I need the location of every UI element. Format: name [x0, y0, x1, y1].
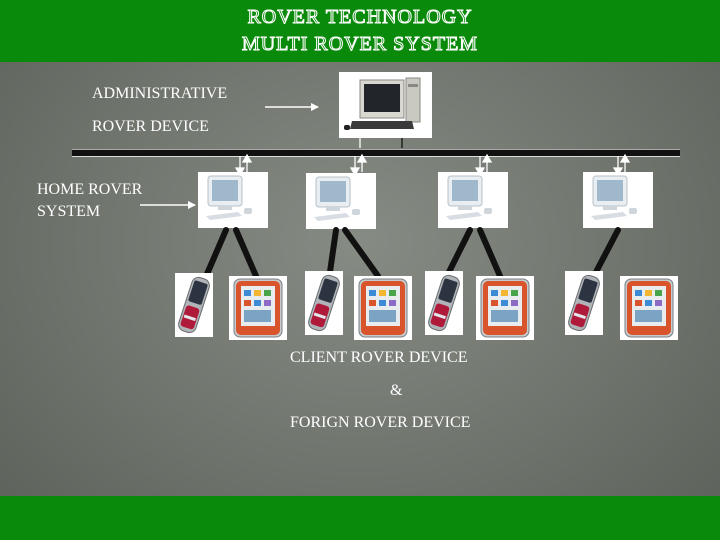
client-touch-phone-icon-3: [476, 276, 534, 340]
client-touch-phone-icon-1: [229, 276, 287, 340]
client-slider-phone-icon-1: [175, 273, 213, 337]
home-computer-icon-3: [438, 172, 508, 228]
home-computer-icon-2: [306, 173, 376, 229]
client-touch-phone-icon-2: [354, 276, 412, 340]
client-slider-phone-icon-3: [425, 271, 463, 335]
home-computer-icon-4: [583, 172, 653, 228]
home-computer-icon-1: [198, 172, 268, 228]
foreign-slider-phone-icon: [565, 271, 603, 335]
foreign-touch-phone-icon: [620, 276, 678, 340]
client-slider-phone-icon-2: [305, 271, 343, 335]
admin-computer-icon: [339, 72, 432, 138]
